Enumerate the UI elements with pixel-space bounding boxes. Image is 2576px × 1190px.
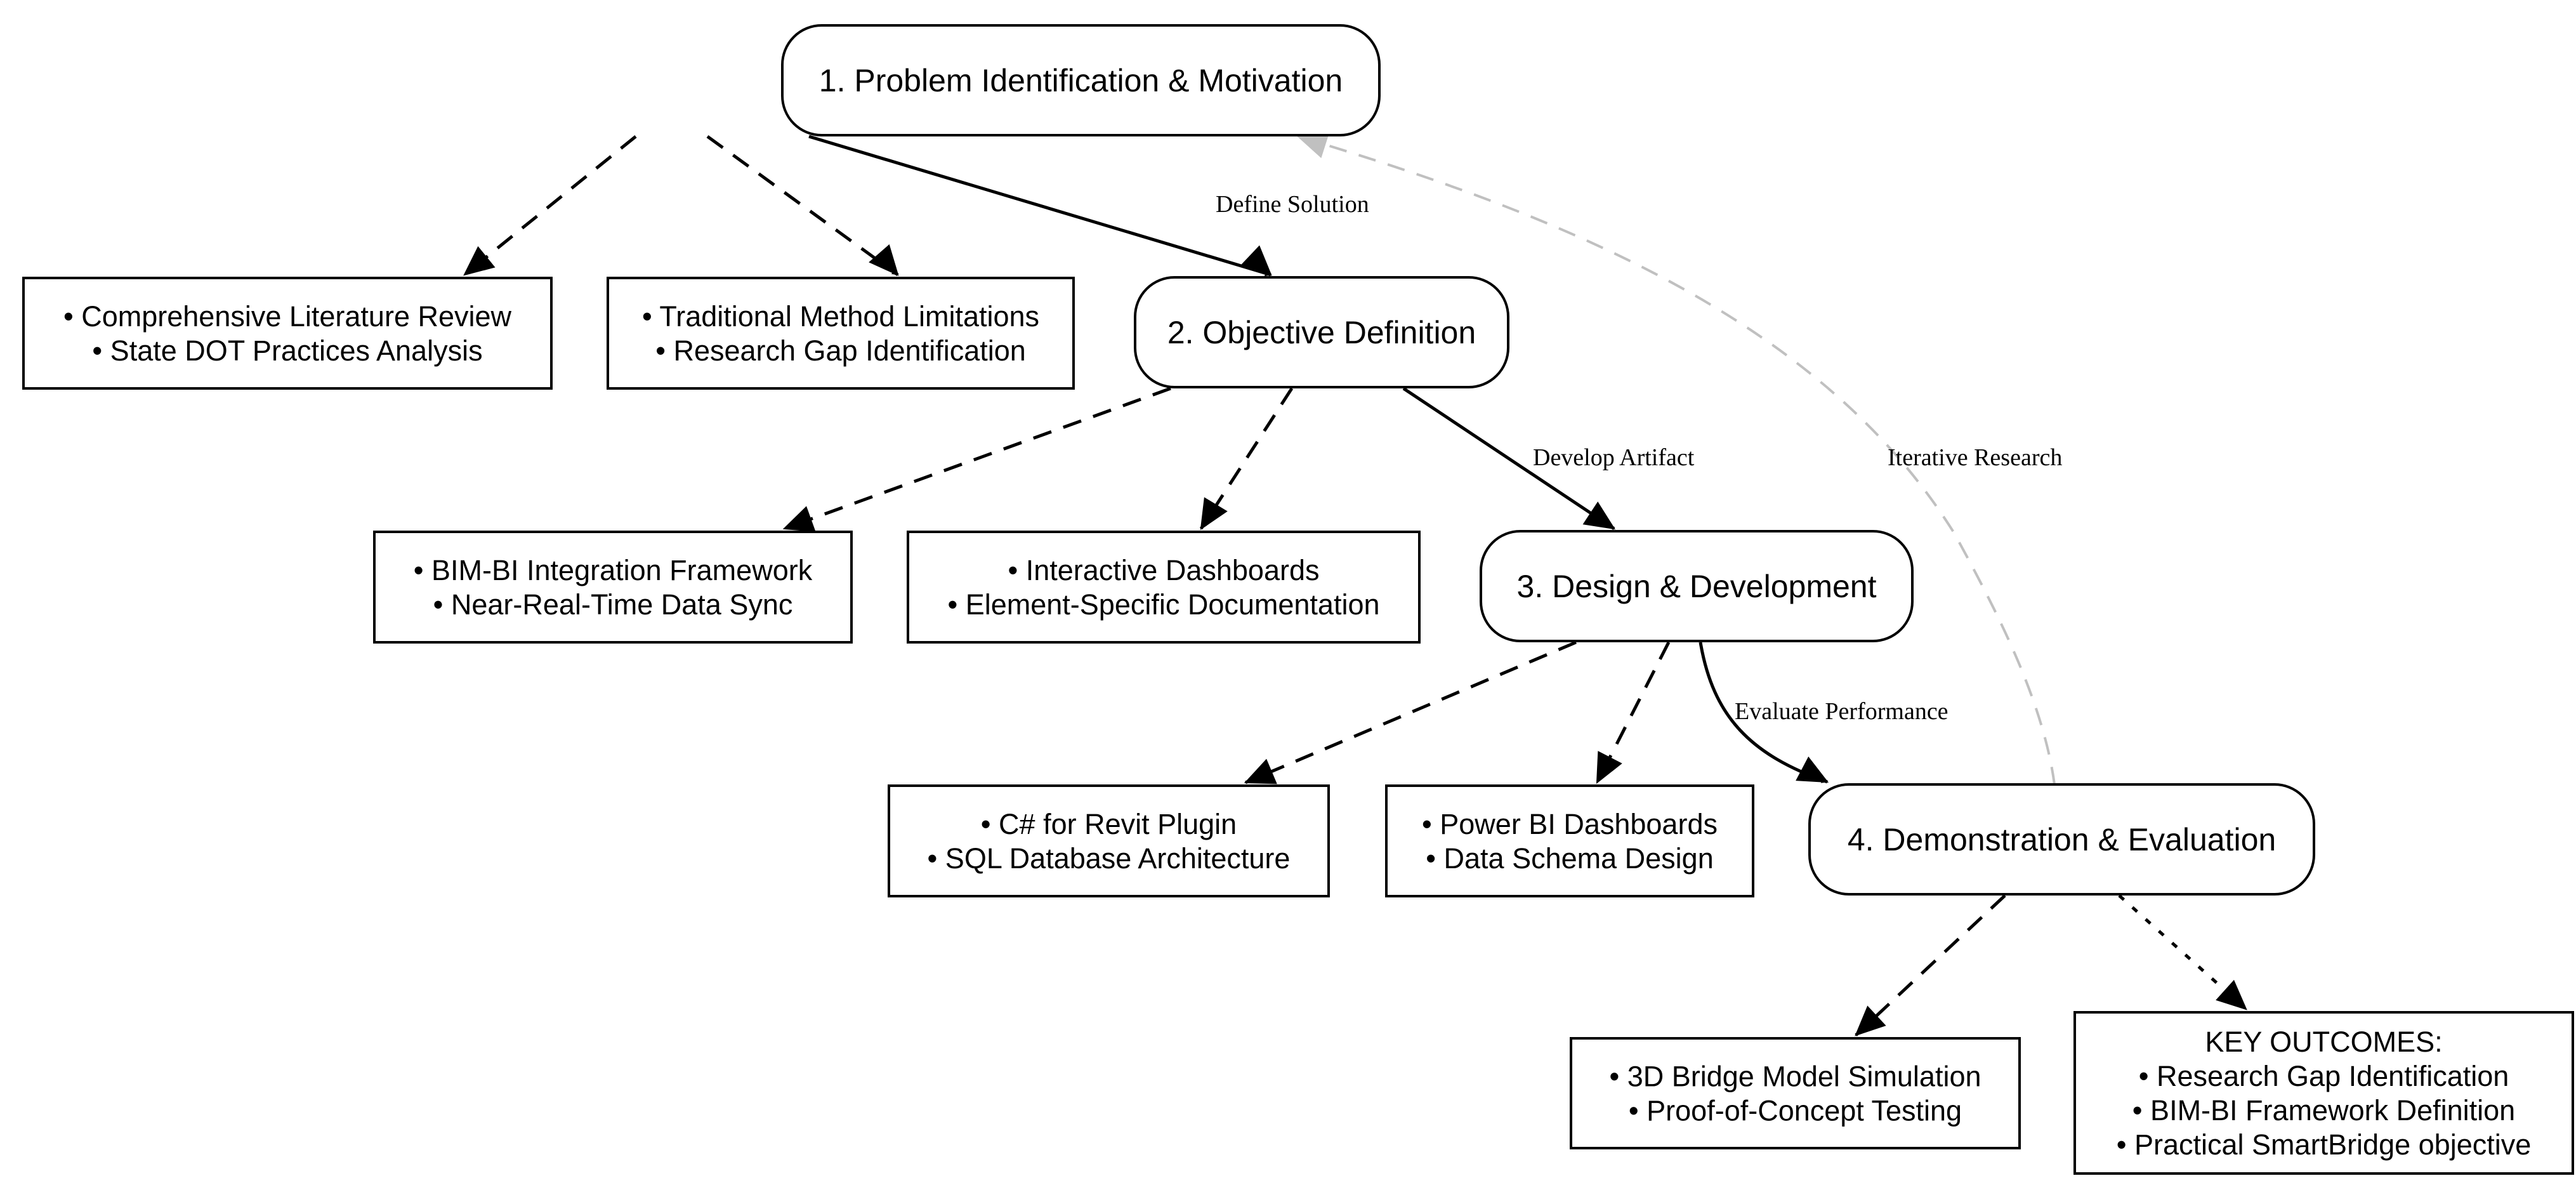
detail-node-line: • Interactive Dashboards bbox=[1008, 554, 1319, 586]
detail-node: • Comprehensive Literature Review• State… bbox=[22, 277, 553, 390]
detail-node: • Traditional Method Limitations• Resear… bbox=[607, 277, 1075, 390]
edge-label-evaluate-performance: Evaluate Performance bbox=[1735, 698, 1948, 725]
detail-node-box bbox=[607, 277, 1075, 390]
detail-node-box bbox=[907, 531, 1421, 644]
edge-problem-to-literature bbox=[463, 135, 637, 276]
detail-node-line: • BIM-BI Framework Definition bbox=[2132, 1094, 2515, 1127]
edge-iterative-research bbox=[1298, 135, 2056, 785]
stage-node-box bbox=[781, 24, 1381, 136]
arrowhead-literature bbox=[463, 246, 496, 276]
detail-node-line: • Power BI Dashboards bbox=[1422, 808, 1718, 840]
stage-node: 3. Design & Development bbox=[1480, 530, 1914, 642]
detail-node-line: • Proof-of-Concept Testing bbox=[1629, 1094, 1962, 1127]
detail-node: KEY OUTCOMES:• Research Gap Identificati… bbox=[2073, 1011, 2574, 1175]
edge-label-iterative-research: Iterative Research bbox=[1888, 444, 2062, 471]
stage-node-label: 1. Problem Identification & Motivation bbox=[819, 63, 1343, 98]
detail-node-line: • BIM-BI Integration Framework bbox=[414, 554, 813, 586]
detail-node: • C# for Revit Plugin• SQL Database Arch… bbox=[888, 784, 1330, 897]
detail-node: • Interactive Dashboards• Element-Specif… bbox=[907, 531, 1421, 644]
arrowhead-powerbi bbox=[1596, 751, 1622, 784]
arrowhead-design bbox=[1582, 501, 1616, 530]
detail-node-line: • Comprehensive Literature Review bbox=[63, 300, 512, 333]
nodes: 1. Problem Identification & Motivation 2.… bbox=[22, 24, 2574, 1175]
stage-node: 4. Demonstration & Evaluation bbox=[1808, 783, 2315, 896]
arrowhead-demo bbox=[1796, 756, 1829, 783]
edge-evaluate-performance bbox=[1699, 642, 1828, 784]
detail-node-line: • Research Gap Identification bbox=[2139, 1060, 2509, 1092]
edge-demo-to-simulation bbox=[1855, 894, 2006, 1036]
stage-node-label: 2. Objective Definition bbox=[1167, 315, 1476, 350]
stage-node-label: 4. Demonstration & Evaluation bbox=[1848, 822, 2276, 857]
edges bbox=[463, 132, 2247, 1036]
detail-node-line: • Practical SmartBridge objective bbox=[2117, 1128, 2532, 1161]
detail-node-line: KEY OUTCOMES: bbox=[2205, 1026, 2442, 1058]
edge-label-define-solution: Define Solution bbox=[1216, 191, 1369, 218]
edge-define-solution bbox=[808, 135, 1272, 277]
stage-node-box bbox=[1134, 276, 1509, 388]
detail-node-line: • C# for Revit Plugin bbox=[981, 808, 1237, 840]
edge-develop-artifact bbox=[1402, 387, 1615, 531]
edge-problem-to-limitations bbox=[706, 135, 899, 277]
edge-design-to-plugin bbox=[1245, 640, 1577, 784]
detail-node-line: • State DOT Practices Analysis bbox=[92, 334, 482, 367]
detail-node-box bbox=[22, 277, 553, 390]
arrowhead-dashboards bbox=[1200, 497, 1228, 531]
edge-label-develop-artifact: Develop Artifact bbox=[1533, 444, 1695, 471]
detail-node-box bbox=[1385, 784, 1754, 897]
detail-node-line: • Near-Real-Time Data Sync bbox=[433, 588, 793, 621]
detail-node-box bbox=[2073, 1011, 2574, 1175]
detail-node-line: • Element-Specific Documentation bbox=[947, 588, 1379, 621]
detail-node-line: • Research Gap Identification bbox=[655, 334, 1026, 367]
stage-node-box bbox=[1480, 530, 1914, 642]
detail-node-box bbox=[888, 784, 1330, 897]
detail-node-box bbox=[373, 531, 853, 644]
arrowhead-objective bbox=[1240, 245, 1272, 276]
stage-node: 2. Objective Definition bbox=[1134, 276, 1509, 388]
arrowhead-simulation bbox=[1855, 1005, 1886, 1036]
arrowhead-framework bbox=[782, 506, 816, 532]
detail-node: • 3D Bridge Model Simulation• Proof-of-C… bbox=[1570, 1037, 2021, 1149]
detail-node-line: • Traditional Method Limitations bbox=[642, 300, 1039, 333]
stage-node-box bbox=[1808, 783, 2315, 896]
arrowhead-limitations bbox=[869, 244, 899, 276]
detail-node: • Power BI Dashboards• Data Schema Desig… bbox=[1385, 784, 1754, 897]
stage-node: 1. Problem Identification & Motivation bbox=[781, 24, 1381, 136]
arrowhead-plugin bbox=[1244, 758, 1277, 784]
stage-node-label: 3. Design & Development bbox=[1517, 569, 1877, 604]
edge-objective-to-framework bbox=[784, 387, 1171, 531]
detail-node-box bbox=[1570, 1037, 2021, 1149]
detail-node-line: • Data Schema Design bbox=[1426, 842, 1713, 875]
detail-node-line: • SQL Database Architecture bbox=[928, 842, 1291, 875]
arrowhead-outcomes bbox=[2216, 979, 2247, 1010]
detail-node: • BIM-BI Integration Framework• Near-Rea… bbox=[373, 531, 853, 644]
detail-node-line: • 3D Bridge Model Simulation bbox=[1609, 1060, 1981, 1092]
